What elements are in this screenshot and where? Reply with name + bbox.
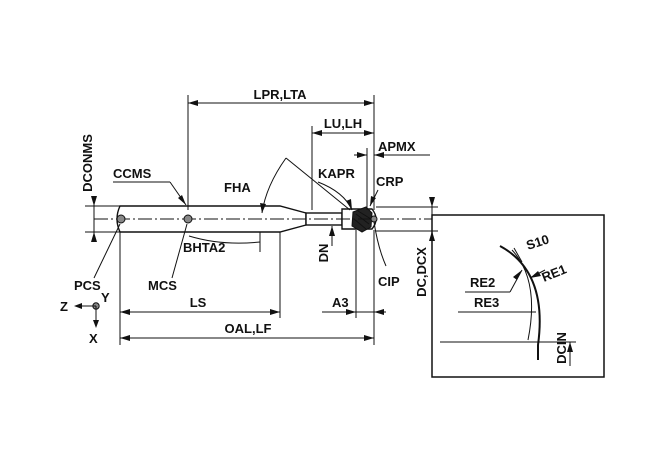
label-cip: CIP xyxy=(378,274,400,289)
label-crp: CRP xyxy=(376,174,404,189)
callout-cip: CIP xyxy=(373,221,400,289)
label-re3: RE3 xyxy=(474,295,499,310)
label-re2: RE2 xyxy=(470,275,495,290)
label-dcin: DCIN xyxy=(554,332,569,364)
label-ls: LS xyxy=(190,295,207,310)
label-lu-lh: LU,LH xyxy=(324,116,362,131)
callout-crp: CRP xyxy=(369,174,404,207)
label-ccms: CCMS xyxy=(113,166,152,181)
label-mcs: MCS xyxy=(148,278,177,293)
label-s10: S10 xyxy=(524,231,551,252)
label-bhta2: BHTA2 xyxy=(183,240,225,255)
label-dn: DN xyxy=(316,244,331,263)
callout-fha: FHA xyxy=(224,157,351,214)
dim-lpr-lta: LPR,LTA xyxy=(187,87,375,210)
pcs-marker xyxy=(116,214,126,224)
label-oal-lf: OAL,LF xyxy=(225,321,272,336)
axis-x-label: X xyxy=(89,331,98,346)
dim-a3: A3 xyxy=(322,295,386,315)
dim-dc-dcx: DC,DCX xyxy=(376,197,438,310)
dim-apmx: APMX xyxy=(354,139,430,210)
label-re1: RE1 xyxy=(540,261,569,284)
label-a3: A3 xyxy=(332,295,349,310)
callout-ccms: CCMS xyxy=(113,166,187,206)
label-fha: FHA xyxy=(224,180,251,195)
dim-oal-lf: OAL,LF xyxy=(120,321,374,341)
dim-ls: LS xyxy=(120,295,280,315)
callout-kapr: KAPR xyxy=(317,166,355,211)
axis-z-label: Z xyxy=(60,299,68,314)
detail-frame xyxy=(431,214,605,378)
label-apmx: APMX xyxy=(378,139,416,154)
callout-bhta2: BHTA2 xyxy=(183,232,261,255)
dim-lu-lh: LU,LH xyxy=(311,116,374,210)
axis-y-label: Y xyxy=(101,290,110,305)
label-dc-dcx: DC,DCX xyxy=(414,247,429,297)
label-dconms: DCONMS xyxy=(80,134,95,192)
mcs-marker xyxy=(183,214,193,224)
coordinate-axes: Z Y X xyxy=(60,290,110,346)
detail-view: S10 RE1 RE2 RE3 DCIN xyxy=(431,214,605,378)
dim-dconms: DCONMS xyxy=(80,134,120,242)
label-lpr-lta: LPR,LTA xyxy=(254,87,308,102)
dim-dn: DN xyxy=(316,226,335,262)
label-pcs: PCS xyxy=(74,278,101,293)
label-kapr: KAPR xyxy=(318,166,355,181)
cip-marker xyxy=(370,215,378,223)
